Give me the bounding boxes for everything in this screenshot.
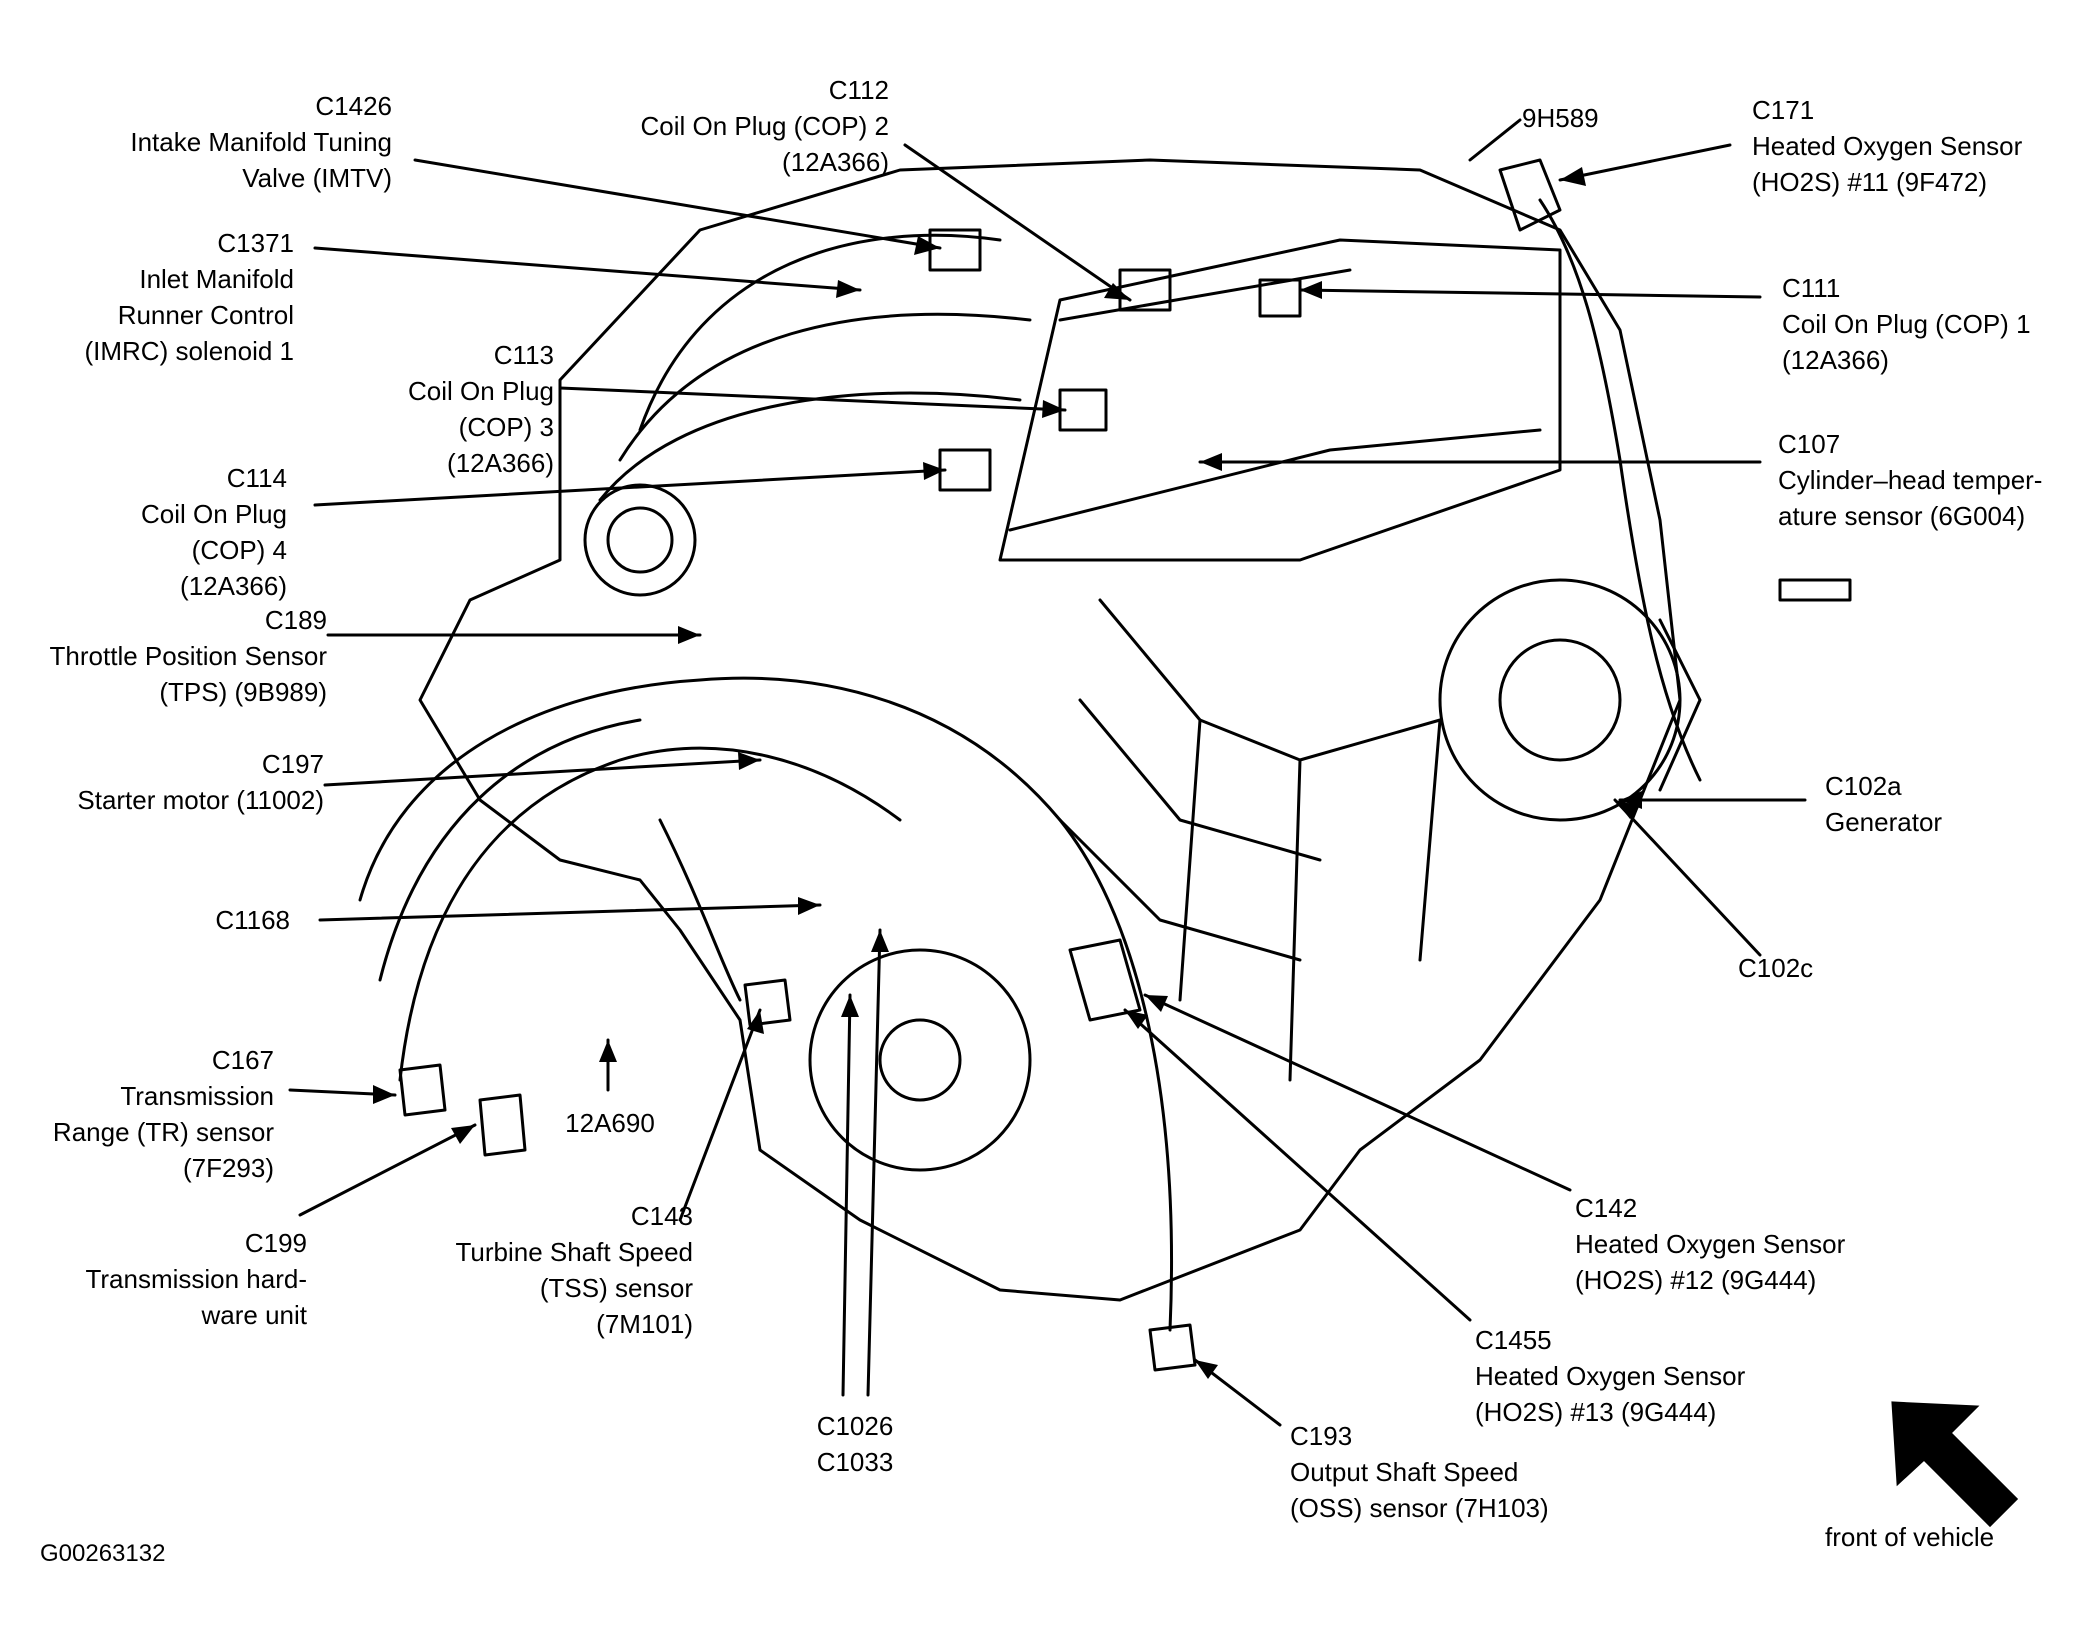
front-arrow-icon <box>1891 1401 2019 1528</box>
wiring-harness <box>358 676 1173 1332</box>
callout-c1168: C1168 <box>215 905 290 935</box>
figure-id: G00263132 <box>40 1540 166 1567</box>
throttle-body <box>583 483 697 597</box>
intake-manifold <box>598 233 1032 502</box>
valve-cover <box>998 238 1562 562</box>
callout-9h589: 9H589 <box>1522 103 1599 133</box>
callout-c102c: C102c <box>1738 953 1814 983</box>
crank-pulley <box>808 948 1032 1172</box>
front-of-vehicle-label: front of vehicle <box>1825 1522 1995 1552</box>
callout-12a690: 12A690 <box>565 1108 655 1138</box>
engine-block-outline <box>418 158 1682 1302</box>
generator <box>1438 578 1682 822</box>
